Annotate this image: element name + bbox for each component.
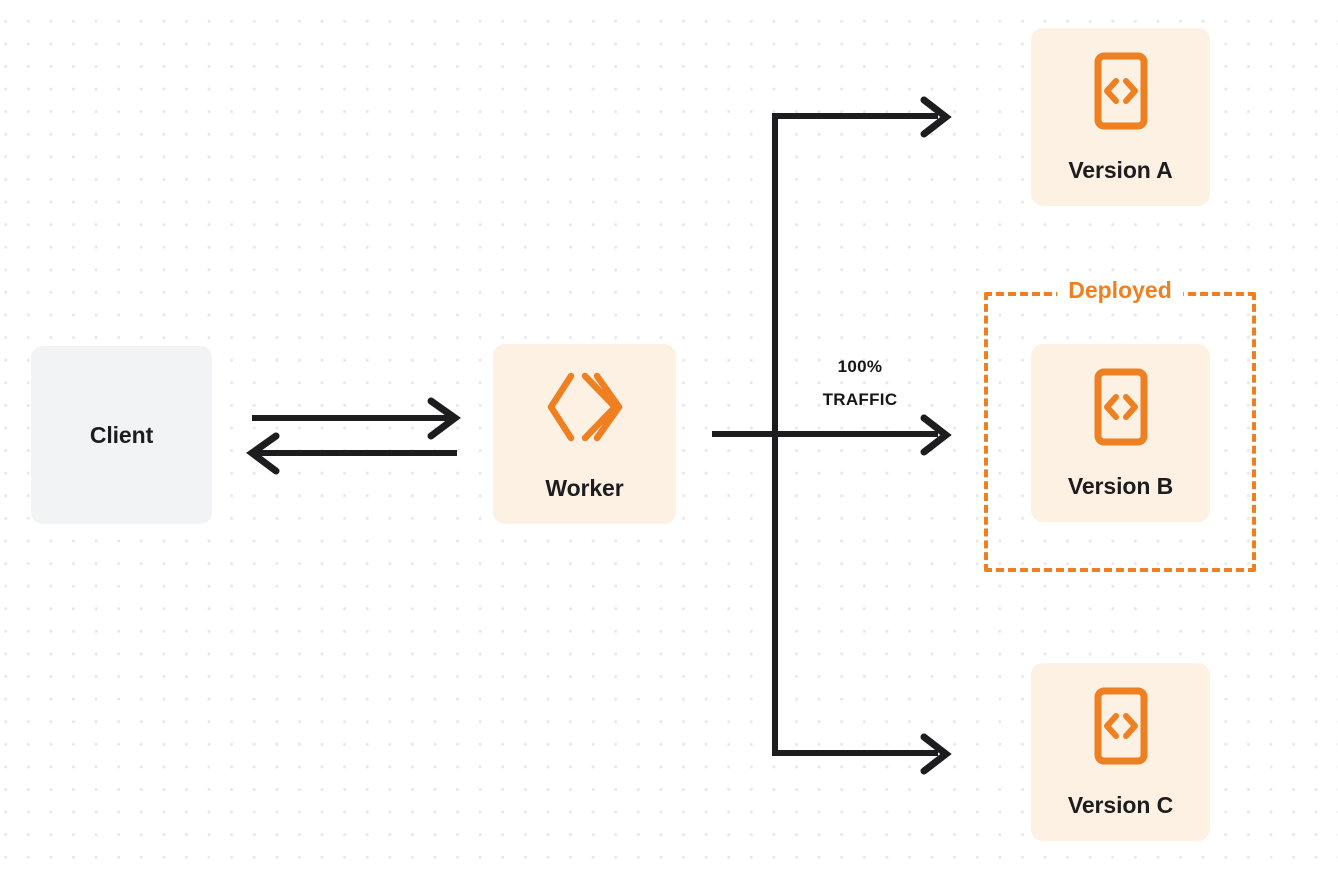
- edge-worker-to-client: [246, 432, 457, 475]
- traffic-label: 100% TRAFFIC: [789, 350, 931, 416]
- deployed-group-label: Deployed: [1057, 279, 1183, 302]
- node-version-b[interactable]: Version B: [1031, 344, 1210, 522]
- edge-worker-to-version-b: [712, 414, 952, 456]
- node-version-b-label: Version B: [1067, 473, 1174, 499]
- node-version-c[interactable]: Version C: [1031, 663, 1210, 841]
- node-version-a[interactable]: Version A: [1031, 28, 1210, 206]
- deployed-group: Deployed: [984, 279, 1256, 572]
- edge-client-to-worker: [252, 397, 461, 440]
- node-worker-label: Worker: [545, 475, 624, 501]
- traffic-percent: 100%: [837, 357, 883, 376]
- edge-worker-to-version-c: [772, 733, 952, 775]
- node-version-c-label: Version C: [1067, 792, 1174, 818]
- node-worker[interactable]: Worker: [493, 344, 676, 524]
- edge-worker-to-version-a: [772, 96, 952, 138]
- code-brackets-icon: [1094, 368, 1148, 451]
- node-client[interactable]: Client: [31, 346, 212, 524]
- traffic-word: TRAFFIC: [822, 390, 898, 410]
- code-brackets-icon: [1094, 687, 1148, 770]
- cloudflare-workers-logo-icon: [545, 368, 625, 451]
- node-version-a-label: Version A: [1068, 157, 1173, 183]
- code-brackets-icon: [1094, 52, 1148, 135]
- node-client-label: Client: [89, 421, 154, 448]
